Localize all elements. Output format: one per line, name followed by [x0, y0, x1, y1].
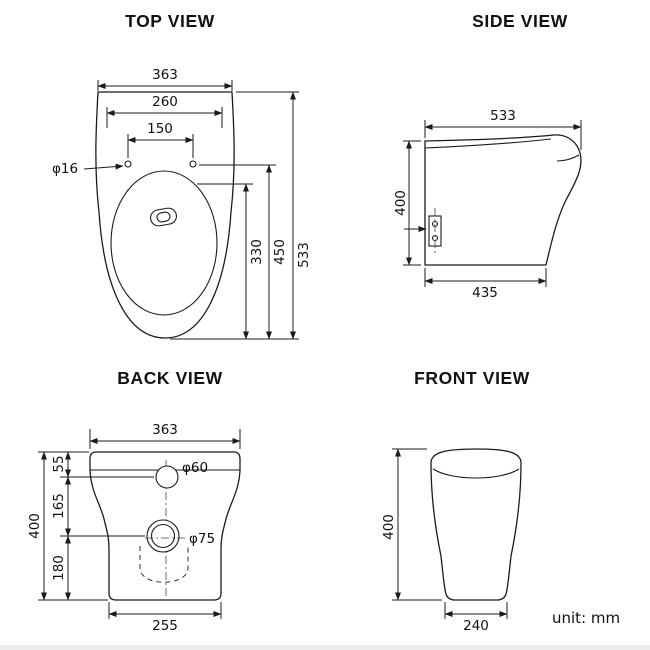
side-view: SIDE VIEW 533 400 435 [393, 11, 582, 301]
dim-back-outlet-to-floor: 180 [51, 535, 71, 601]
inlet-hole [155, 465, 179, 489]
dimension-label: 363 [152, 67, 178, 83]
dim-back-outlet-diameter: φ75 [189, 531, 215, 547]
dimension-label: 533 [490, 108, 516, 124]
dimension-label: 150 [147, 121, 173, 137]
dim-side-base-depth: 435 [424, 268, 547, 301]
dimension-label: 363 [152, 422, 178, 438]
dimension-label: 450 [272, 239, 288, 265]
dimension-label: φ60 [182, 460, 208, 476]
dim-side-overall-depth: 533 [424, 108, 582, 150]
dim-top-seat-width: 260 [106, 94, 223, 128]
dim-back-inlet-diameter: φ60 [182, 460, 208, 476]
dim-back-height: 400 [27, 451, 47, 601]
side-view-title: SIDE VIEW [472, 11, 568, 31]
trapway-hidden-line [139, 546, 189, 583]
dimension-label: 435 [472, 285, 498, 301]
rim-lip-line [556, 154, 580, 162]
front-view-title: FRONT VIEW [414, 368, 530, 388]
back-view-title: BACK VIEW [117, 368, 223, 388]
dim-top-rim-depth: 450 [266, 164, 288, 340]
flush-valve-inner [156, 211, 171, 223]
dimension-label: φ75 [189, 531, 215, 547]
dim-top-overall-width: 363 [97, 67, 233, 91]
dimension-label: 55 [51, 455, 67, 472]
unit-label: unit: mm [552, 609, 620, 627]
dim-front-base-width: 240 [444, 602, 508, 634]
dim-back-overall-width: 363 [89, 422, 241, 449]
dim-top-overall-depth: 533 [290, 91, 312, 340]
toilet-top-outline [95, 91, 235, 339]
dim-front-height: 400 [381, 448, 442, 601]
dimension-label: φ16 [52, 161, 78, 177]
dim-top-hinge-hole-diameter: φ16 [52, 161, 124, 177]
dimension-label: 400 [393, 190, 409, 216]
dim-back-inlet-to-outlet: 165 [51, 476, 71, 537]
dimension-label: 533 [296, 242, 312, 268]
dim-back-base-width: 255 [108, 602, 222, 634]
hinge-hole-left [124, 160, 132, 168]
flush-valve-mark [150, 207, 177, 227]
rim-front-line [432, 468, 520, 479]
dimension-label: 165 [51, 493, 67, 519]
dim-top-hinge-spacing: 150 [127, 121, 194, 158]
dim-top-seat-opening-depth: 330 [243, 183, 265, 340]
bottom-edge [0, 645, 650, 650]
dimension-label: 180 [51, 555, 67, 581]
dimension-label: 400 [381, 514, 397, 540]
top-view: TOP VIEW 363 260 150 φ16 [52, 11, 312, 340]
dim-back-top-to-inlet: 55 [51, 451, 71, 478]
seat-edge-line [424, 138, 552, 149]
toilet-front-outline [430, 448, 522, 601]
top-view-title: TOP VIEW [125, 11, 215, 31]
dimension-label: 260 [152, 94, 178, 110]
hinge-hole-right [189, 160, 197, 168]
toilet-side-outline [424, 134, 582, 266]
flush-valve-outer [150, 207, 177, 227]
mounting-bracket-detail [404, 208, 442, 254]
dimension-label: 240 [463, 618, 489, 634]
toilet-back-outline [89, 451, 241, 601]
dimension-label: 330 [249, 239, 265, 265]
dimension-label: 255 [152, 618, 178, 634]
outlet-hole-inner [150, 523, 176, 549]
dimension-label: 400 [27, 513, 43, 539]
back-view: BACK VIEW φ60 φ75 363 55 [27, 368, 241, 634]
front-view: FRONT VIEW 400 240 [381, 368, 530, 634]
seat-ring [110, 170, 218, 316]
dim-side-height: 400 [393, 140, 421, 266]
leader-line [83, 163, 124, 170]
